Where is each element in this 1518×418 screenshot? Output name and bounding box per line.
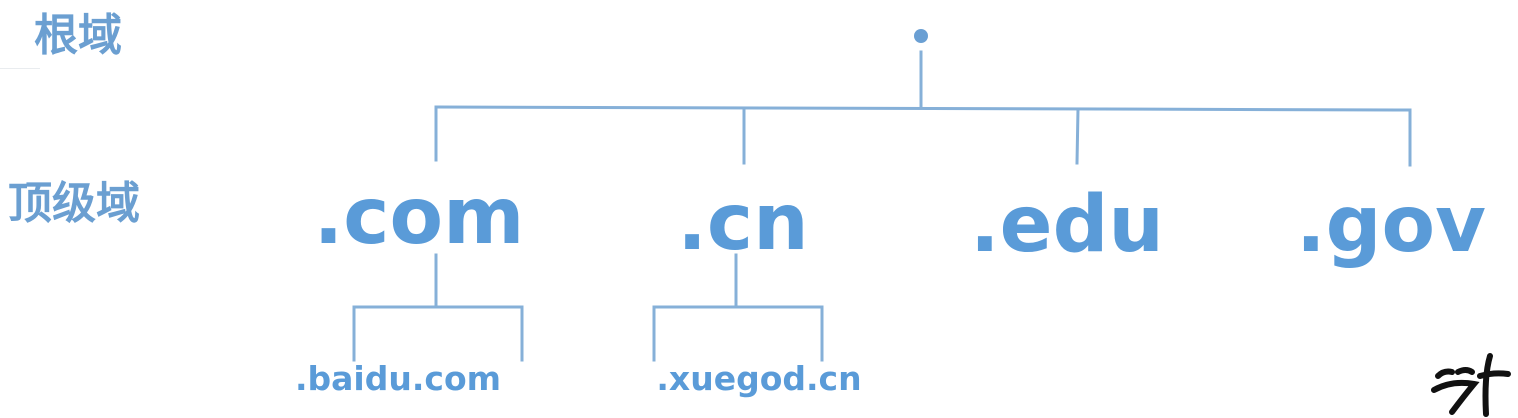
edge-divider bbox=[0, 68, 40, 69]
tld-edu: .edu bbox=[970, 180, 1164, 270]
sld-xuegod: .xuegod.cn bbox=[656, 359, 862, 398]
tld-cn: .cn bbox=[677, 178, 809, 268]
tld-gov: .gov bbox=[1296, 180, 1486, 270]
tld-bus bbox=[434, 105, 1412, 112]
top-level-domain-label: 顶级域 bbox=[8, 178, 140, 229]
sld-baidu: .baidu.com bbox=[294, 359, 502, 398]
root-domain-label: 根域 bbox=[34, 10, 122, 61]
tld-com: .com bbox=[313, 172, 525, 262]
brush-watermark bbox=[1431, 353, 1511, 417]
drop-edu bbox=[1075, 107, 1080, 165]
root-node bbox=[914, 29, 928, 43]
